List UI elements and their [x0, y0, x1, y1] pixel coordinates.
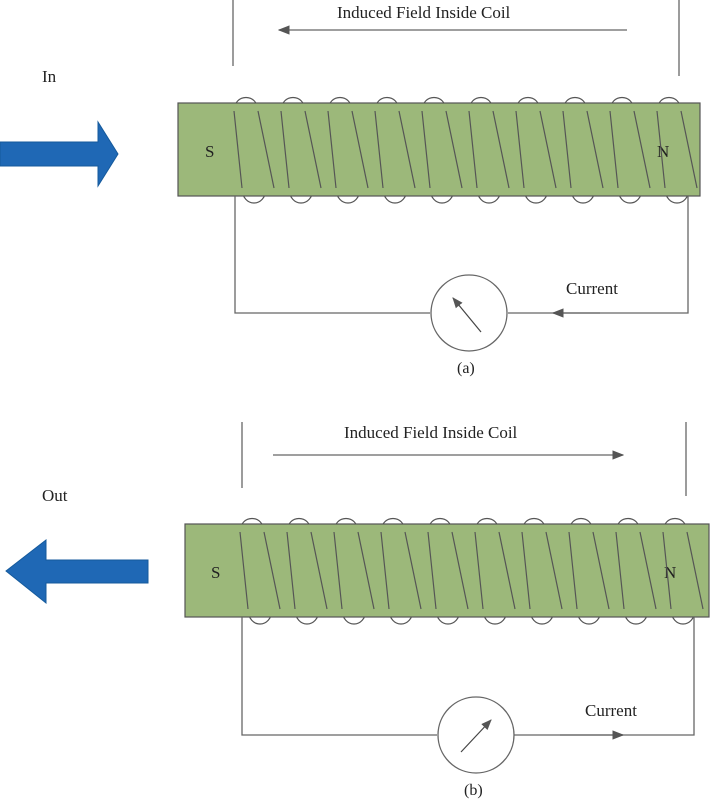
circuit-wire-a [234, 196, 430, 314]
south-pole-b: S [211, 563, 220, 582]
coil-strand [451, 531, 469, 610]
galvanometer-needle-a [452, 297, 482, 333]
panel-b: Out Induced Field Inside Coil S N Curren… [5, 422, 710, 799]
coil-front-a [233, 110, 698, 189]
galvanometer-needle-b [460, 719, 492, 753]
coil-strand [568, 531, 578, 610]
coil-strand [609, 110, 619, 189]
coil-strand [333, 531, 343, 610]
coil-strand [374, 110, 384, 189]
coil-strand [327, 110, 337, 189]
out-arrow-icon [5, 538, 149, 605]
coil-strand [286, 531, 296, 610]
field-label-b: Induced Field Inside Coil [344, 423, 518, 442]
caption-a: (a) [457, 360, 475, 377]
coil-strand [586, 110, 604, 189]
coil-strand [445, 110, 463, 189]
panel-a: In Induced Field Inside Coil S N Current… [0, 0, 701, 377]
coil-strand [521, 531, 531, 610]
motion-label-out: Out [42, 486, 68, 505]
magnet-a [177, 102, 701, 197]
coil-strand [421, 110, 431, 189]
coil-strand [280, 110, 290, 189]
north-pole-b: N [664, 563, 676, 582]
coil-strand [398, 110, 416, 189]
coil-strand [562, 110, 572, 189]
coil-strand [686, 531, 704, 610]
coil-strand [492, 110, 510, 189]
field-label-a: Induced Field Inside Coil [337, 3, 511, 22]
coil-strand [239, 531, 249, 610]
coil-strand [615, 531, 625, 610]
south-pole-a: S [205, 142, 214, 161]
caption-b: (b) [464, 782, 483, 799]
current-label-b: Current [585, 701, 637, 720]
coil-strand [539, 110, 557, 189]
coil-strand [351, 110, 369, 189]
coil-strand [380, 531, 390, 610]
coil-strand [263, 531, 281, 610]
coil-strand [592, 531, 610, 610]
coil-strand [310, 531, 328, 610]
coil-strand [680, 110, 698, 189]
coil-strand [498, 531, 516, 610]
coil-strand [656, 110, 666, 189]
coil-strand [545, 531, 563, 610]
coil-strand [662, 531, 672, 610]
north-pole-a: N [657, 142, 669, 161]
circuit-wire-b [241, 617, 437, 736]
coil-strand [639, 531, 657, 610]
coil-front-b [239, 531, 704, 610]
coil-strand [304, 110, 322, 189]
galvanometer-a [430, 274, 508, 352]
coil-strand [404, 531, 422, 610]
coil-strand [233, 110, 243, 189]
coil-strand [357, 531, 375, 610]
in-arrow-icon [0, 120, 119, 188]
galvanometer-b [437, 696, 515, 774]
coil-strand [257, 110, 275, 189]
coil-strand [468, 110, 478, 189]
coil-strand [633, 110, 651, 189]
current-label-a: Current [566, 279, 618, 298]
coil-strand [427, 531, 437, 610]
magnet-b [184, 523, 710, 618]
motion-label-in: In [42, 67, 57, 86]
coil-strand [515, 110, 525, 189]
coil-strand [474, 531, 484, 610]
